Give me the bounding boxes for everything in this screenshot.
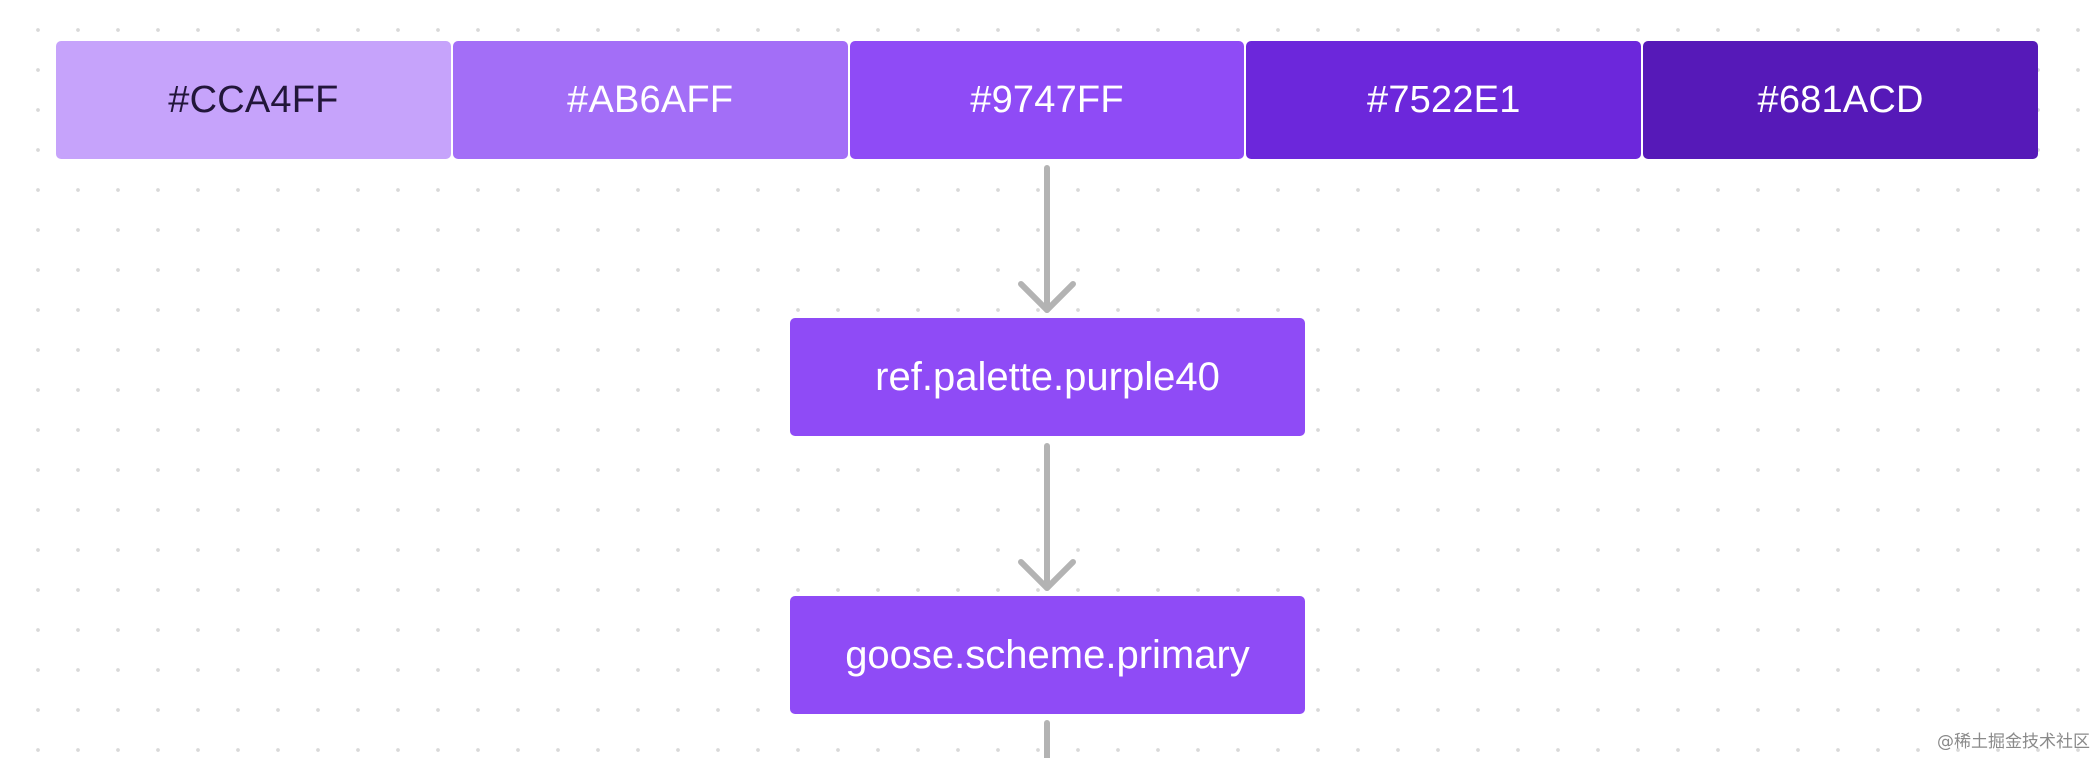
swatch-hex-label: #CCA4FF <box>168 78 339 121</box>
swatch-cca4ff: #CCA4FF <box>56 41 451 159</box>
arrow-down-icon <box>1018 443 1076 591</box>
swatch-ab6aff: #AB6AFF <box>452 41 848 159</box>
swatch-hex-label: #7522E1 <box>1367 78 1521 121</box>
swatch-681acd: #681ACD <box>1643 41 2038 159</box>
palette-swatch-row: #CCA4FF #AB6AFF #9747FF #7522E1 #681ACD <box>56 41 2038 159</box>
node-label: ref.palette.purple40 <box>875 354 1220 399</box>
arrow-down-icon <box>1018 165 1076 313</box>
ref-palette-token-node: ref.palette.purple40 <box>790 318 1305 436</box>
swatch-9747ff: #9747FF <box>849 41 1245 159</box>
swatch-hex-label: #681ACD <box>1757 78 1924 121</box>
node-label: goose.scheme.primary <box>845 632 1250 677</box>
arrow-continuation-icon <box>1044 720 1050 758</box>
swatch-hex-label: #9747FF <box>970 78 1124 121</box>
swatch-hex-label: #AB6AFF <box>567 78 734 121</box>
swatch-7522e1: #7522E1 <box>1246 41 1642 159</box>
scheme-primary-token-node: goose.scheme.primary <box>790 596 1305 714</box>
watermark: @稀土掘金技术社区 <box>1937 732 2090 752</box>
